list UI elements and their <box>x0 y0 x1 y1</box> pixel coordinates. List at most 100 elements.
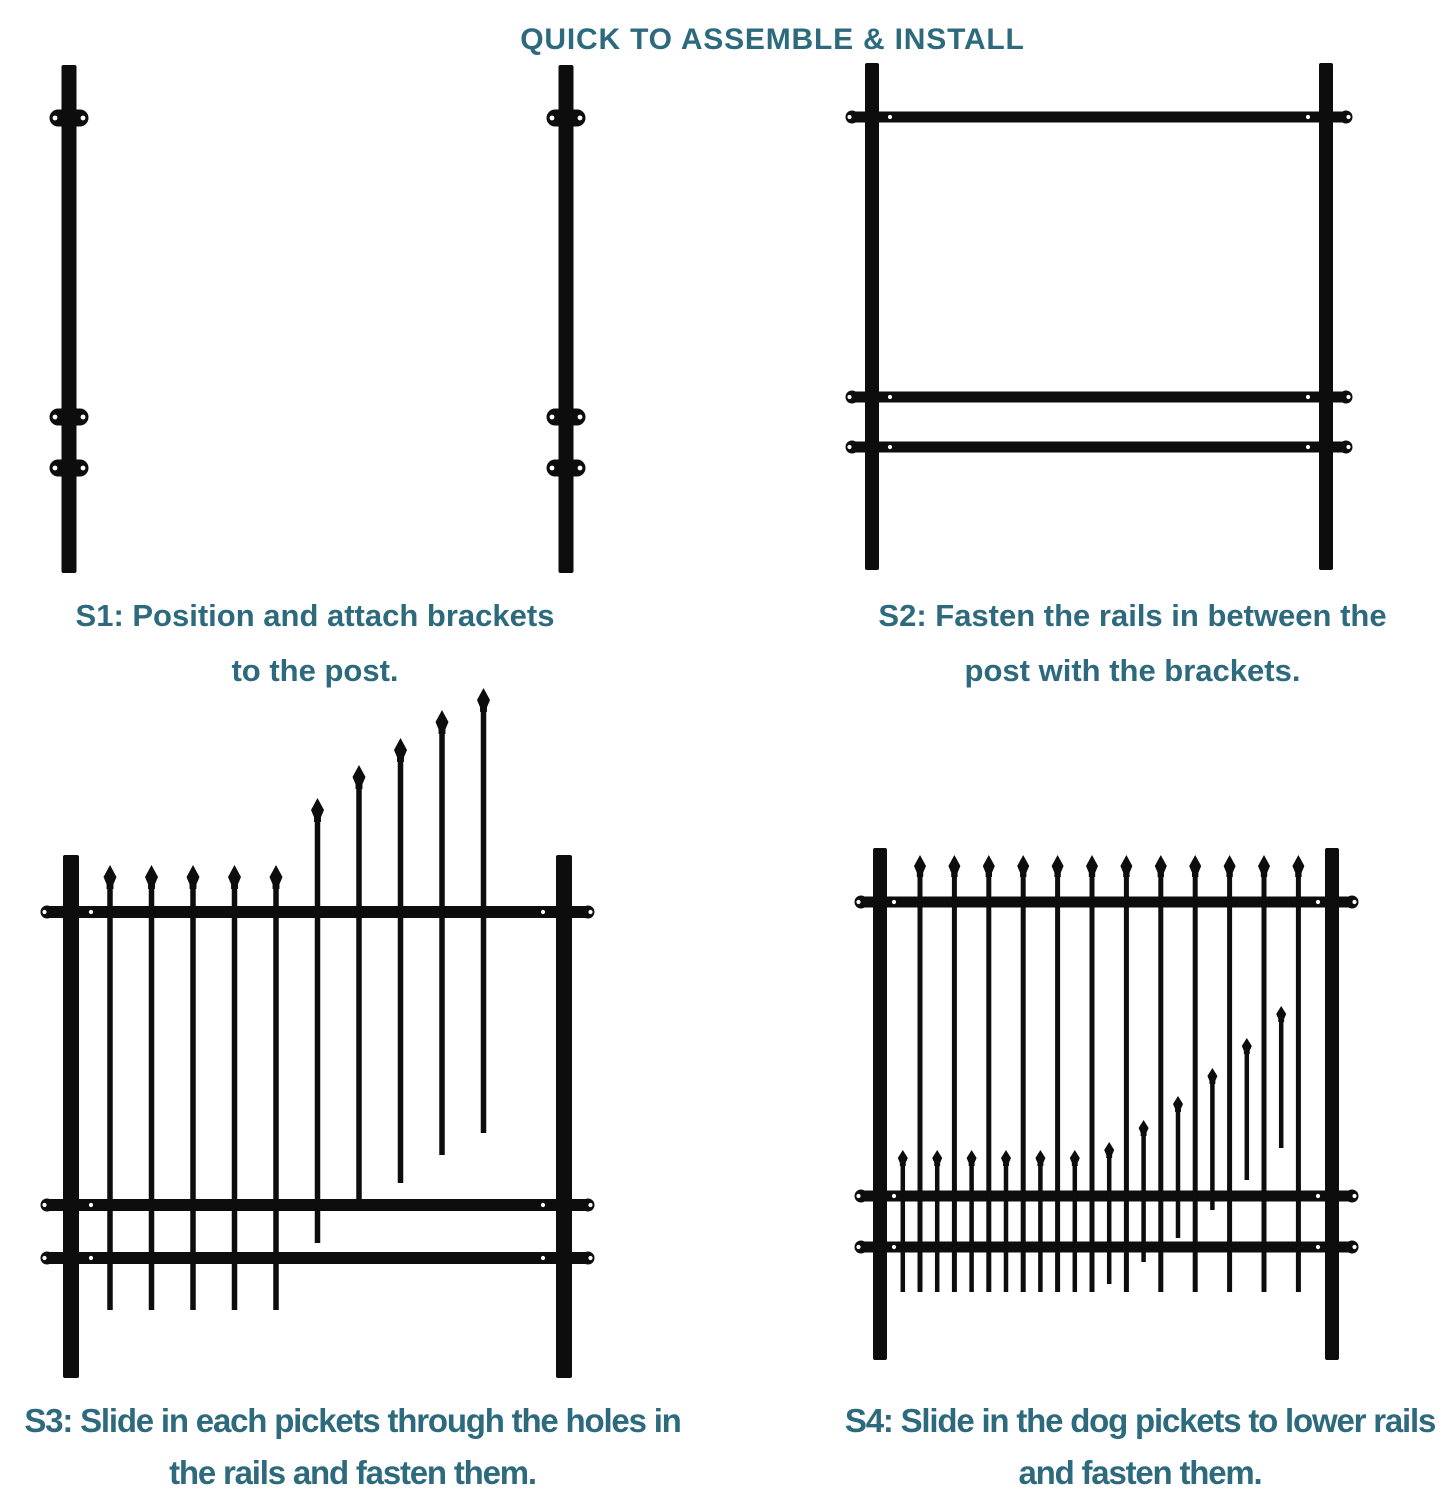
dog-picket <box>932 1150 943 1292</box>
picket <box>1120 855 1133 1292</box>
dog-picket <box>1035 1150 1046 1292</box>
rail <box>40 1251 595 1265</box>
picket <box>145 865 158 1310</box>
spear-tip-icon <box>1258 855 1270 877</box>
bracket <box>49 459 89 477</box>
caption-step-4-line-1: S4: Slide in the dog pickets to lower ra… <box>844 1402 1436 1439</box>
picket <box>103 865 117 1310</box>
spear-tip-icon <box>352 765 366 789</box>
spear-tip-icon <box>1292 855 1305 877</box>
dog-picket <box>897 1150 908 1292</box>
rail <box>854 895 1359 909</box>
diagram-step-1-posts-with-brackets <box>49 65 586 573</box>
spear-tip-icon <box>914 855 926 877</box>
rail <box>854 1240 1359 1254</box>
picket <box>477 688 490 1133</box>
page-title: QUICK TO ASSEMBLE & INSTALL <box>520 23 1025 57</box>
fence-post <box>556 855 572 1378</box>
spear-tip-icon <box>1173 1096 1183 1112</box>
picket <box>394 738 407 1183</box>
caption-step-4: S4: Slide in the dog pickets to lower ra… <box>835 1401 1445 1493</box>
spear-tip-icon <box>1001 1150 1011 1166</box>
caption-step-2-line-2: post with the brackets. <box>964 653 1301 688</box>
spear-tip-icon <box>1069 1150 1080 1166</box>
picket <box>914 855 926 1292</box>
spear-tip-icon <box>1104 1142 1115 1158</box>
spear-tip-icon <box>1138 1120 1149 1136</box>
picket <box>1189 855 1202 1292</box>
picket <box>228 865 241 1310</box>
fence-post <box>63 855 79 1378</box>
dog-picket <box>1276 1006 1287 1148</box>
dog-picket <box>1207 1068 1218 1210</box>
bracket <box>546 408 586 426</box>
caption-step-2-line-1: S2: Fasten the rails in between the <box>878 598 1387 633</box>
spear-tip-icon <box>932 1150 943 1166</box>
spear-tip-icon <box>311 798 324 822</box>
bracket <box>546 459 586 477</box>
diagram-step-3-pickets-insertion <box>40 688 595 1378</box>
dog-picket <box>1173 1096 1183 1238</box>
diagram-step-4-dog-pickets-insertion <box>854 848 1359 1360</box>
fence-post <box>865 63 879 570</box>
fence-post <box>1319 63 1333 570</box>
dog-picket <box>1138 1120 1149 1262</box>
spear-tip-icon <box>1035 1150 1046 1166</box>
spear-tip-icon <box>966 1150 977 1166</box>
picket <box>1154 855 1167 1292</box>
spear-tip-icon <box>897 1150 908 1166</box>
picket <box>352 765 366 1210</box>
picket <box>1051 855 1064 1292</box>
caption-step-3: S3: Slide in each pickets through the ho… <box>0 1401 705 1493</box>
spear-tip-icon <box>1086 855 1098 877</box>
spear-tip-icon <box>1154 855 1167 877</box>
spear-tip-icon <box>1189 855 1202 877</box>
bracket <box>546 109 586 127</box>
caption-step-3-line-1: S3: Slide in each pickets through the ho… <box>24 1402 681 1439</box>
picket <box>435 710 449 1155</box>
dog-picket <box>966 1150 977 1292</box>
spear-tip-icon <box>477 688 490 712</box>
picket <box>269 865 283 1310</box>
picket <box>1017 855 1030 1292</box>
picket <box>1292 855 1305 1292</box>
picket <box>1258 855 1270 1292</box>
spear-tip-icon <box>1207 1068 1218 1084</box>
spear-tip-icon <box>1017 855 1030 877</box>
caption-step-1-line-2: to the post. <box>231 653 399 688</box>
spear-tip-icon <box>982 855 995 877</box>
caption-step-1-line-1: S1: Position and attach brackets <box>75 598 555 633</box>
spear-tip-icon <box>269 865 283 889</box>
fence-post <box>61 65 77 573</box>
spear-tip-icon <box>435 710 449 734</box>
dog-picket <box>1104 1142 1115 1284</box>
picket <box>982 855 995 1292</box>
caption-step-3-line-2: the rails and fasten them. <box>169 1454 537 1491</box>
spear-tip-icon <box>103 865 117 889</box>
picket <box>186 865 200 1310</box>
rail <box>845 110 1353 124</box>
caption-step-2: S2: Fasten the rails in between the post… <box>825 597 1440 690</box>
rail <box>854 1189 1359 1203</box>
dog-picket <box>1001 1150 1011 1292</box>
dog-picket <box>1241 1038 1252 1180</box>
spear-tip-icon <box>1241 1038 1252 1054</box>
picket <box>1086 855 1098 1292</box>
rail <box>845 390 1353 404</box>
picket <box>948 855 961 1292</box>
fence-post <box>558 65 574 573</box>
picket <box>1223 855 1236 1292</box>
spear-tip-icon <box>186 865 200 889</box>
spear-tip-icon <box>394 738 407 762</box>
bracket <box>49 408 89 426</box>
spear-tip-icon <box>228 865 241 889</box>
bracket <box>49 109 89 127</box>
spear-tip-icon <box>1223 855 1236 877</box>
spear-tip-icon <box>1276 1006 1287 1022</box>
spear-tip-icon <box>1120 855 1133 877</box>
fence-post <box>1325 848 1339 1360</box>
caption-step-4-line-2: and fasten them. <box>1018 1454 1262 1491</box>
diagram-step-2-rail-frame <box>845 63 1353 570</box>
